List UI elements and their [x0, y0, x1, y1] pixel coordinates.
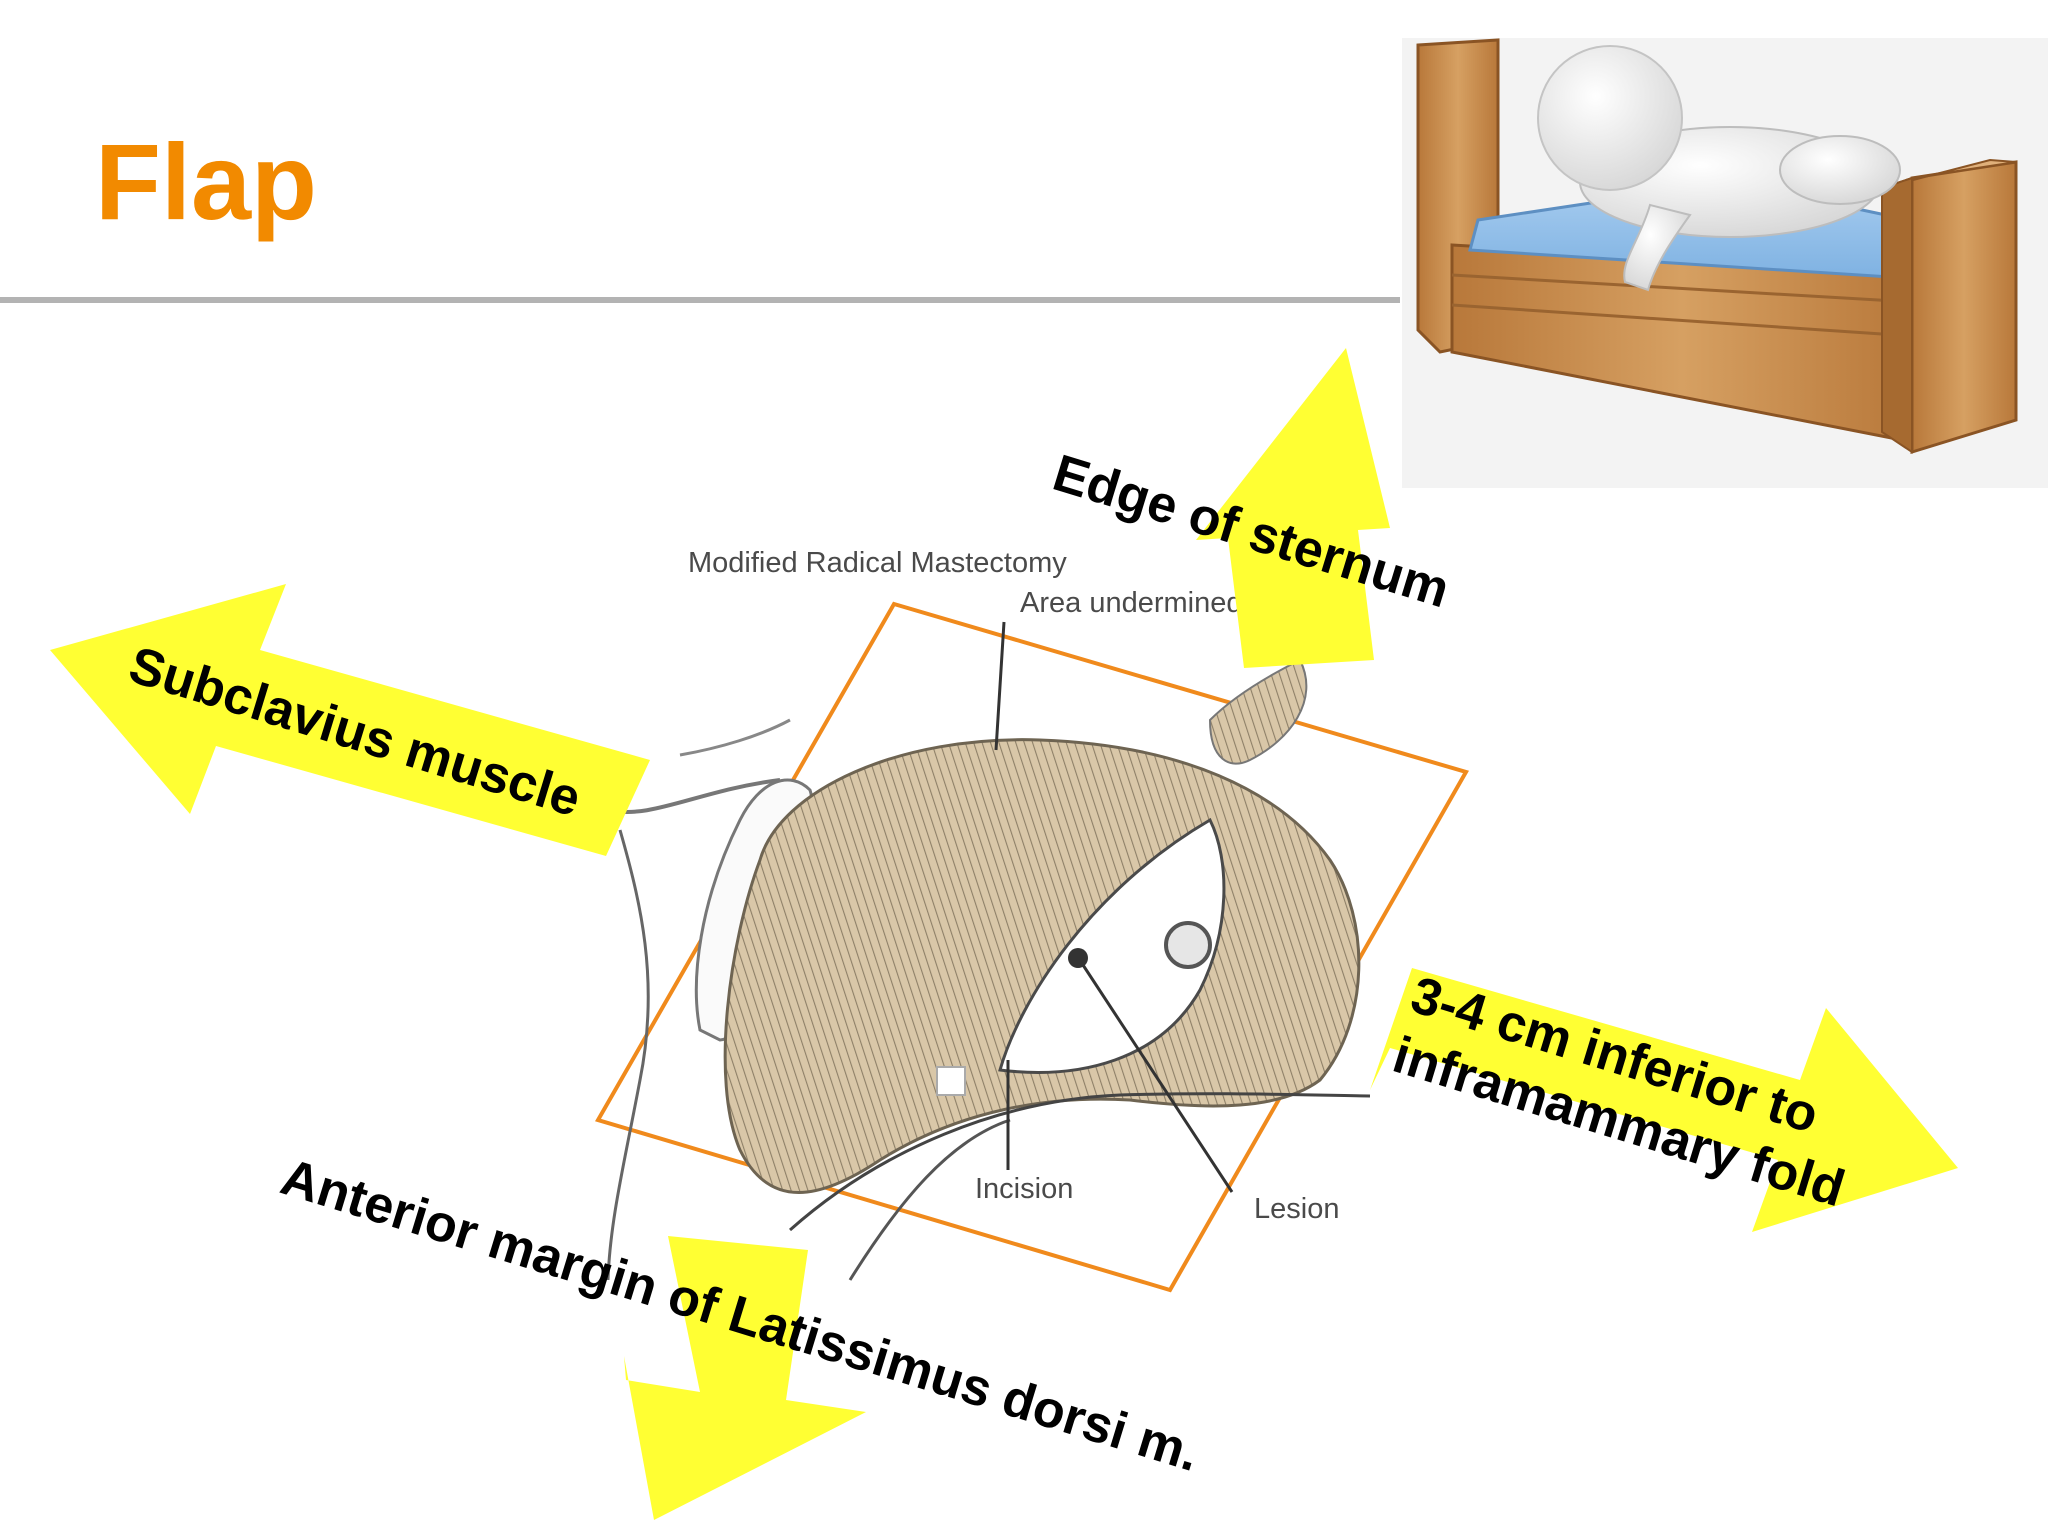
- arrow-edge-of-sternum: [1196, 348, 1390, 668]
- arrow-inframammary-fold: [1370, 968, 1958, 1232]
- arrow-latissimus-dorsi: [624, 1236, 866, 1520]
- caption-area: Area undermined: [1020, 587, 1242, 619]
- slide-title: Flap: [95, 121, 318, 242]
- mastectomy-drawing: Modified Radical Mastectomy Area undermi…: [595, 547, 1469, 1293]
- lesion-mark: [1068, 948, 1088, 968]
- person-lying-on-sofa-icon: [1402, 38, 2048, 488]
- arrow-subclavius-muscle: [50, 584, 650, 856]
- incision-label: Incision: [975, 1173, 1073, 1205]
- nipple: [1164, 921, 1212, 969]
- lesion-label: Lesion: [1254, 1193, 1339, 1225]
- caption-procedure: Modified Radical Mastectomy: [688, 547, 1067, 579]
- title-divider: [0, 297, 1400, 303]
